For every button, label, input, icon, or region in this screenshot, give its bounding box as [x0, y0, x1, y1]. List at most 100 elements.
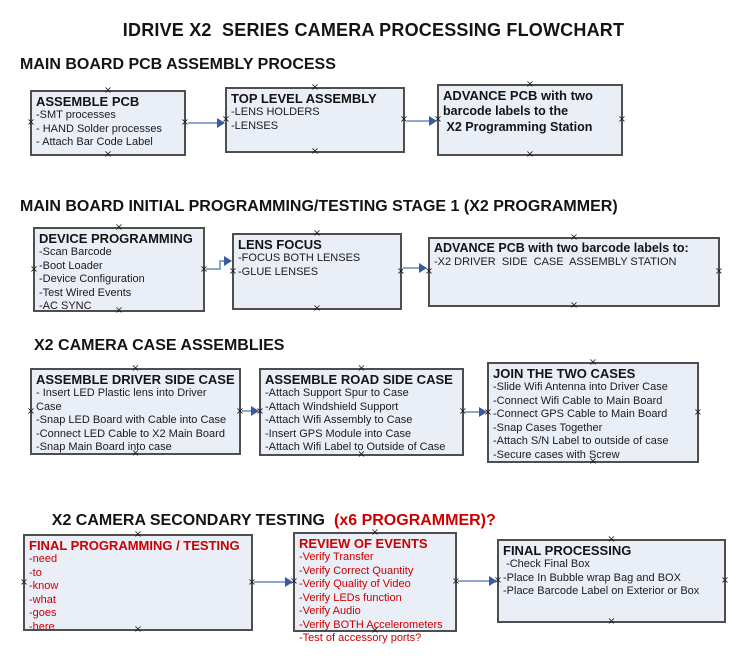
box-title: ASSEMBLE PCB [36, 94, 140, 109]
connection-handle-icon: × [26, 405, 36, 417]
box-advance-pcb-programming-station: ADVANCE PCB with two barcode labels to t… [434, 80, 627, 160]
box-item: -AC SYNC [39, 300, 92, 312]
box-item: -X2 DRIVER SIDE CASE ASSEMBLY STATION [434, 256, 677, 268]
box-item: -LENS HOLDERS [231, 106, 320, 118]
arrow-head-icon [419, 263, 427, 273]
box-item: -Snap Cases Together [493, 421, 603, 434]
connector-line [254, 581, 286, 583]
box-title: ASSEMBLE ROAD SIDE CASE [265, 372, 453, 387]
box-title: FINAL PROGRAMMING / TESTING [29, 538, 240, 553]
connection-handle-icon: × [693, 406, 703, 418]
box-item: -Connect LED Cable to X2 Main Board [36, 427, 225, 440]
connector-line [219, 260, 221, 270]
box-item: -Slide Wifi Antenna into Driver Case [493, 381, 668, 393]
box-item: -Snap Main Board into case [36, 441, 172, 453]
connection-handle-icon: × [310, 146, 320, 157]
connection-handle-icon: × [451, 576, 461, 587]
box-title: ASSEMBLE DRIVER SIDE CASE [36, 372, 235, 387]
arrow-head-icon [429, 116, 437, 126]
connection-handle-icon: × [19, 576, 29, 588]
section-heading-pcb-assembly: MAIN BOARD PCB ASSEMBLY PROCESS [20, 56, 336, 73]
arrow-head-icon [285, 577, 293, 587]
box-item: -Verify BOTH Accelerometers [299, 618, 443, 631]
box-item: -Boot Loader [39, 259, 103, 272]
connector-line [206, 268, 221, 270]
box-review-of-events: REVIEW OF EVENTS -Verify Transfer -Verif… [290, 528, 461, 645]
box-item: -Secure cases with Screw [493, 448, 620, 461]
box-item: -Verify LEDs function [299, 591, 402, 604]
box-item: -Attach Wifi Assembly to Case [265, 414, 413, 426]
connector-line [403, 267, 420, 269]
box-item: -Place In Bubble wrap Bag and BOX [503, 571, 681, 584]
box-item: -to [29, 566, 42, 579]
box-title: TOP LEVEL ASSEMBLY [231, 91, 377, 106]
box-item: -Place Barcode Label on Exterior or Box [503, 585, 700, 597]
heading-black-part: X2 CAMERA SECONDARY TESTING [51, 512, 325, 529]
box-title: LENS FOCUS [238, 237, 322, 252]
section-heading-initial-programming: MAIN BOARD INITIAL PROGRAMMING/TESTING S… [20, 198, 618, 215]
connection-handle-icon: × [26, 117, 36, 128]
arrow-head-icon [251, 406, 259, 416]
connection-handle-icon: × [714, 266, 724, 277]
box-item: - Insert LED Plastic lens into Driver Ca… [36, 387, 210, 413]
connection-handle-icon: × [29, 263, 39, 275]
connector-line [465, 411, 481, 413]
box-item: X2 Programming Station [443, 120, 593, 134]
connector-line [242, 410, 253, 412]
box-device-programming: DEVICE PROGRAMMING -Scan Barcode -Boot L… [29, 223, 208, 316]
box-item: - HAND Solder processes [36, 122, 162, 135]
box-assemble-pcb: ASSEMBLE PCB -SMT processes - HAND Solde… [26, 86, 189, 160]
box-lens-focus: LENS FOCUS -FOCUS BOTH LENSES -GLUE LENS… [229, 229, 405, 314]
arrow-head-icon [479, 407, 487, 417]
box-item: -Verify Correct Quantity [299, 564, 414, 577]
box-item: -Insert GPS Module into Case [265, 427, 412, 440]
box-advance-pcb-driver-side-station: ADVANCE PCB with two barcode labels to: … [425, 233, 724, 311]
box-title: FINAL PROCESSING [503, 543, 632, 558]
arrow-head-icon [224, 256, 232, 266]
connector-line [188, 122, 218, 124]
box-item: -Attach Support Spur to Case [265, 387, 409, 399]
box-item: -LENSES [231, 119, 279, 132]
box-assemble-driver-side-case: ASSEMBLE DRIVER SIDE CASE - Insert LED P… [26, 364, 244, 459]
box-item: -what [29, 593, 56, 606]
section-heading-case-assemblies: X2 CAMERA CASE ASSEMBLIES [34, 337, 285, 354]
connection-handle-icon: × [617, 114, 627, 125]
box-item: -Snap LED Board with Cable into Case [36, 414, 227, 426]
arrow-head-icon [217, 118, 225, 128]
box-final-processing: FINAL PROCESSING -Check Final Box -Place… [494, 535, 730, 627]
box-item: -here [29, 620, 55, 633]
connector-line [221, 260, 226, 262]
box-item: -FOCUS BOTH LENSES [238, 252, 361, 264]
page-title: IDRIVE X2 SERIES CAMERA PROCESSING FLOWC… [122, 20, 625, 40]
connection-handle-icon: × [103, 149, 113, 160]
connector-line [407, 120, 430, 122]
box-item: -Test of accessory ports? [299, 632, 422, 644]
box-item: -Attach S/N Label to outside of case [493, 435, 669, 447]
box-item: -need [29, 553, 58, 565]
heading-red-part: (x6 PROGRAMMER)? [334, 512, 496, 529]
section-heading-secondary-testing: X2 CAMERA SECONDARY TESTING (x6 PROGRAMME… [34, 494, 496, 548]
box-item: -Verify Quality of Video [299, 578, 411, 590]
connection-handle-icon: × [525, 149, 535, 160]
box-item: -know [29, 580, 59, 592]
box-item: -Check Final Box [503, 558, 590, 570]
box-item: -SMT processes [36, 109, 116, 121]
box-item: barcode labels to the [443, 104, 569, 118]
connection-handle-icon: × [607, 616, 616, 627]
box-title: REVIEW OF EVENTS [299, 536, 428, 551]
connection-handle-icon: × [312, 303, 322, 314]
connector-line [458, 580, 490, 582]
box-title: DEVICE PROGRAMMING [39, 231, 193, 246]
connection-handle-icon: × [720, 575, 730, 586]
box-item: -Connect Wifi Cable to Main Board [493, 394, 663, 407]
box-item: -Test Wired Events [39, 286, 132, 299]
box-join-the-two-cases: JOIN THE TWO CASES -Slide Wifi Antenna i… [484, 358, 703, 467]
box-final-programming-testing: FINAL PROGRAMMING / TESTING -need -to -k… [19, 530, 256, 635]
box-item: -Verify Audio [299, 605, 361, 617]
box-item: -GLUE LENSES [238, 265, 319, 278]
box-item: -Device Configuration [39, 273, 145, 285]
box-item: -Verify Transfer [299, 551, 374, 563]
box-item: -Connect GPS Cable to Main Board [493, 408, 668, 420]
box-item: - Attach Bar Code Label [36, 136, 153, 148]
